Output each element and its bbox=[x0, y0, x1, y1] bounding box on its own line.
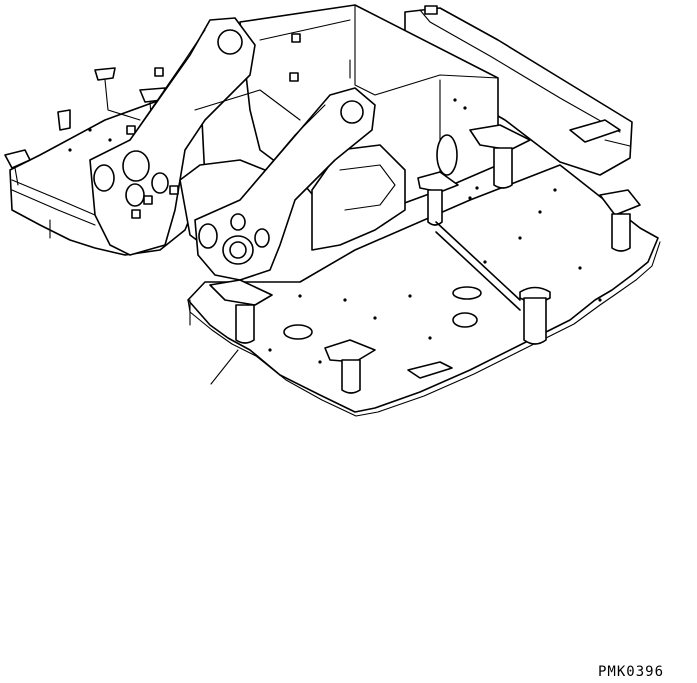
left-boom-bracket bbox=[89, 17, 256, 256]
deck-openings bbox=[68, 98, 602, 379]
right-mount-post bbox=[519, 286, 551, 345]
front-mount-left bbox=[189, 279, 273, 344]
right-boom-bracket bbox=[194, 87, 376, 281]
part-code-label: PMK0396 bbox=[598, 664, 665, 680]
stiffener-beam bbox=[435, 221, 521, 311]
front-mount-center bbox=[324, 339, 376, 394]
leader-line bbox=[210, 349, 239, 385]
deck-plate bbox=[187, 164, 661, 417]
rear-mount-posts bbox=[417, 124, 641, 252]
rear-beam bbox=[404, 7, 633, 176]
